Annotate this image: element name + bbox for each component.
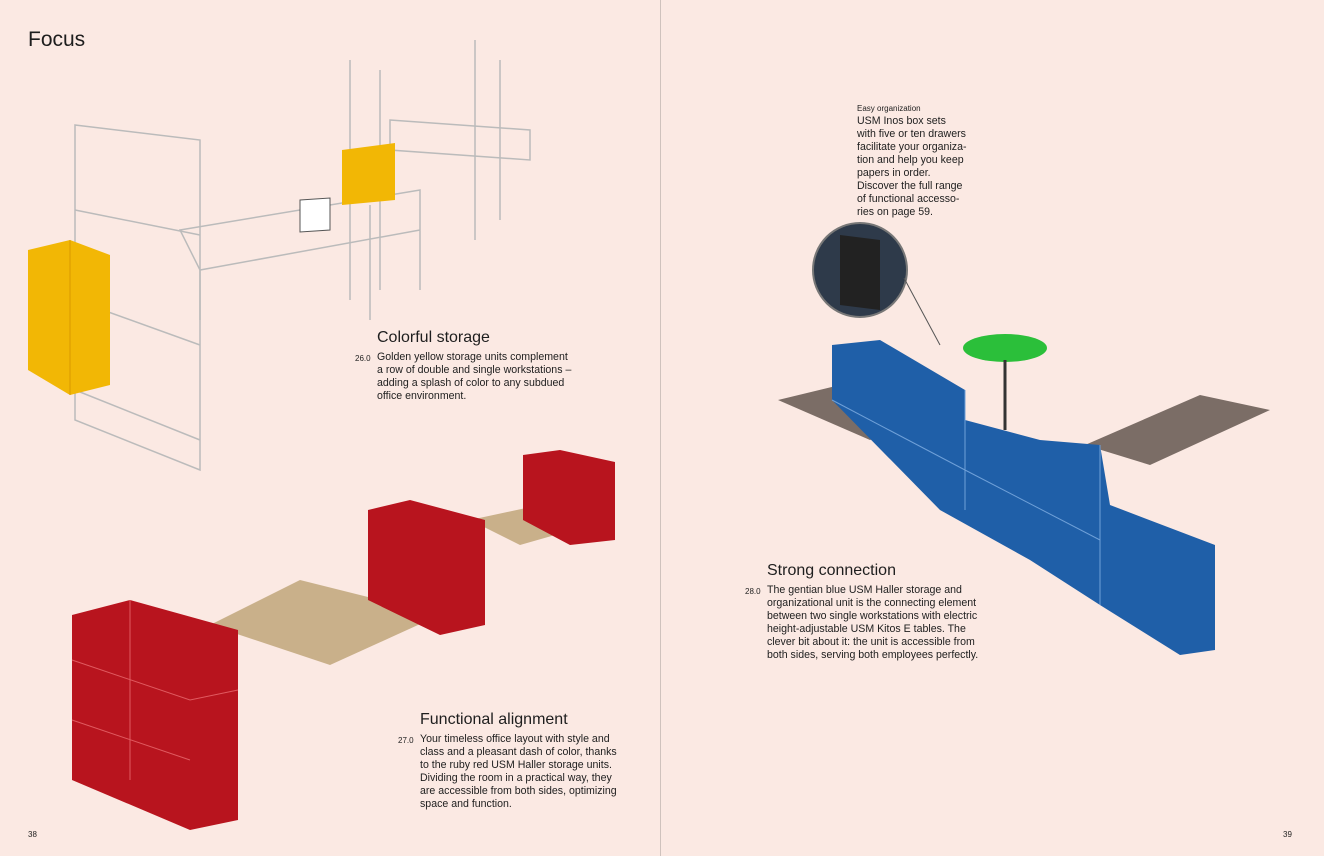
note-caption: Easy organization	[857, 104, 921, 113]
section-number: 27.0	[398, 736, 414, 745]
page-number-right: 39	[1283, 830, 1292, 839]
section-heading: Strong connection	[767, 562, 896, 579]
section-strong-connection: Strong connection 28.0 The gentian blue U…	[745, 562, 979, 662]
section-heading: Colorful storage	[377, 329, 490, 346]
easy-organization-note: Easy organization USM Inos box sets with…	[857, 104, 967, 219]
red-cabinet-middle	[368, 500, 485, 635]
green-round-table	[963, 334, 1047, 362]
red-cabinet-front	[72, 600, 238, 830]
section-text: The gentian blue USM Haller storage and …	[767, 584, 979, 661]
yellow-cabinet	[28, 240, 110, 395]
page-title: Focus	[28, 28, 86, 51]
page-fold	[660, 0, 661, 856]
section-number: 26.0	[355, 354, 371, 363]
section-text: Your timeless office layout with style a…	[420, 733, 617, 810]
yellow-storage-illustration	[74, 40, 531, 472]
section-number: 28.0	[745, 587, 761, 596]
desk-right	[1085, 395, 1270, 465]
page-number-left: 38	[28, 830, 37, 839]
section-text: Golden yellow storage units complement a…	[377, 351, 572, 402]
section-colorful-storage: Colorful storage 26.0 Golden yellow stora…	[355, 329, 572, 403]
yellow-cabinet-far	[342, 143, 395, 205]
section-heading: Functional alignment	[420, 711, 568, 728]
note-text: USM Inos box sets with five or ten drawe…	[857, 115, 967, 218]
section-functional-alignment: Functional alignment 27.0 Your timeless o…	[398, 711, 617, 811]
red-cabinet-back	[523, 450, 615, 545]
blue-storage-unit	[832, 340, 1215, 655]
